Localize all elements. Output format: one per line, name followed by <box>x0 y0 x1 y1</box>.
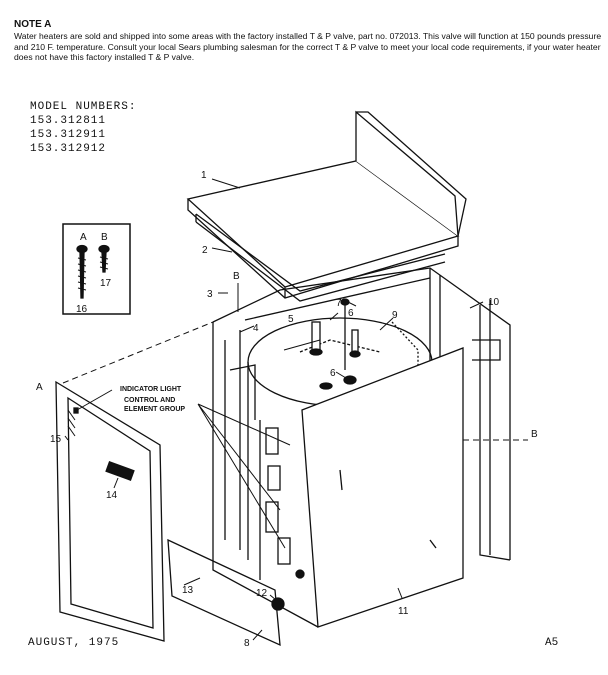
callout-15: 15 <box>50 434 62 445</box>
callout-1: 1 <box>201 170 207 181</box>
ref-b-right: B <box>531 429 538 440</box>
screw-a-icon <box>76 244 88 299</box>
inset-label-a: A <box>80 232 87 243</box>
callout-lines <box>62 178 528 641</box>
ref-b-top: B <box>233 271 240 282</box>
callout-5: 5 <box>288 314 294 325</box>
model-numbers: MODEL NUMBERS: 153.312811 153.312911 153… <box>30 100 136 156</box>
footer-page-number: A5 <box>545 637 559 649</box>
callout-13: 13 <box>182 585 194 596</box>
model-number-item: 153.312911 <box>30 129 107 141</box>
callout-8: 8 <box>244 638 250 649</box>
callout-6-upper: 6 <box>348 308 354 319</box>
callout-7: 7 <box>336 298 342 309</box>
bottom-plate <box>167 538 281 647</box>
model-number-item: 153.312912 <box>30 143 107 155</box>
inset-part-16: 16 <box>76 304 88 315</box>
annotation-indicator-light: INDICATOR LIGHT <box>120 386 182 393</box>
callout-14: 14 <box>106 490 118 501</box>
footer-date: AUGUST, 1975 <box>28 637 120 649</box>
screw-b-icon <box>98 244 110 273</box>
callout-2: 2 <box>202 245 208 256</box>
control-element-group <box>259 420 291 580</box>
inset-label-b: B <box>101 232 108 243</box>
annotation-element-group: ELEMENT GROUP <box>124 406 185 413</box>
screw-inset: A B 16 17 <box>62 223 131 315</box>
callout-3: 3 <box>207 289 213 300</box>
left-access-panel <box>55 380 165 642</box>
callout-9: 9 <box>392 310 398 321</box>
insulation-pad <box>195 213 446 302</box>
callout-12: 12 <box>256 588 268 599</box>
model-numbers-heading: MODEL NUMBERS: <box>30 101 137 113</box>
inset-part-17: 17 <box>100 278 112 289</box>
callout-4: 4 <box>253 323 259 334</box>
note-body: Water heaters are sold and shipped into … <box>14 31 602 63</box>
annotation-control-and: CONTROL AND <box>124 397 175 404</box>
callout-10: 10 <box>488 297 500 308</box>
front-door-panel <box>301 347 464 628</box>
knob-icon <box>271 569 305 611</box>
model-number-item: 153.312811 <box>30 115 107 127</box>
water-tank <box>247 298 433 560</box>
callout-11: 11 <box>398 606 409 617</box>
note-title: NOTE A <box>14 19 52 30</box>
top-cover <box>186 110 467 299</box>
ref-a: A <box>36 382 43 393</box>
callout-6-lower: 6 <box>330 368 336 379</box>
